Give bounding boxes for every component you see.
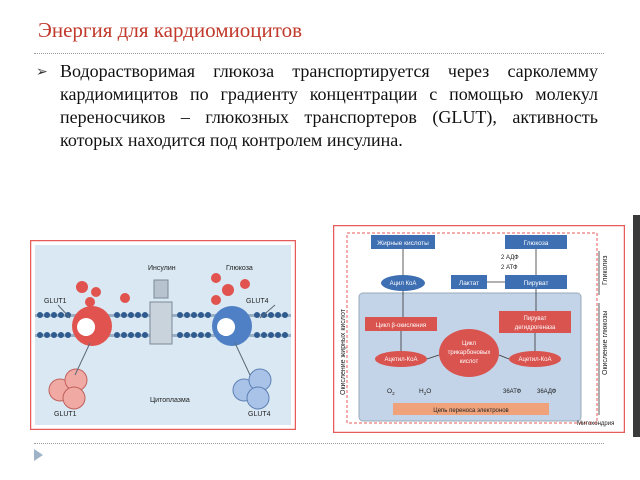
lipid-head <box>142 332 148 338</box>
svg-text:Цепь переноса электронов: Цепь переноса электронов <box>433 408 508 414</box>
lipid-head <box>191 312 197 318</box>
lipid-head <box>254 312 260 318</box>
svg-text:Глюкоза: Глюкоза <box>524 240 549 247</box>
lipid-head <box>44 332 50 338</box>
svg-text:Ацетил-КоА: Ацетил-КоА <box>385 357 418 363</box>
acetyl-coa-left-node <box>375 351 427 367</box>
lipid-head <box>282 332 288 338</box>
svg-text:Лактат: Лактат <box>459 280 479 287</box>
svg-text:Цикл: Цикл <box>462 341 476 347</box>
lipid-head <box>58 332 64 338</box>
lipid-head <box>51 332 57 338</box>
lipid-head <box>205 332 211 338</box>
lipid-head <box>114 332 120 338</box>
glut1-top-label: GLUT1 <box>44 298 67 305</box>
h2o-label: H2O <box>419 388 431 396</box>
fatty-acids-box <box>371 235 435 249</box>
mitochondrion-label: Митохондрия <box>577 421 614 427</box>
svg-text:Цикл β-окисления: Цикл β-окисления <box>376 323 426 329</box>
lipid-head <box>121 312 127 318</box>
lipid-head <box>128 312 134 318</box>
insulin-molecule <box>153 279 169 299</box>
lipid-head <box>37 332 43 338</box>
svg-text:Пируват: Пируват <box>523 316 546 322</box>
acetyl-coa-right-node <box>509 351 561 367</box>
glycolysis-label: Гликолиз <box>602 256 609 285</box>
lipid-head <box>114 312 120 318</box>
lipid-head <box>268 332 274 338</box>
glucose-box <box>505 235 567 249</box>
glut1-bottom-label: GLUT1 <box>54 411 77 418</box>
lipid-head <box>191 332 197 338</box>
lipid-head <box>275 332 281 338</box>
glut4-vesicle <box>232 368 272 410</box>
lipid-head <box>121 332 127 338</box>
tca-cycle-node <box>439 329 499 377</box>
pyruvate-box <box>505 275 567 289</box>
lipid-head <box>37 312 43 318</box>
lipid-head <box>205 312 211 318</box>
adp36-label: 36АДФ <box>537 389 557 395</box>
adp-label: 2 АДФ <box>501 255 519 261</box>
lipid-head <box>282 312 288 318</box>
glut1-vesicle <box>48 368 88 410</box>
edge-scrollbar[interactable] <box>633 215 640 437</box>
insulin-label: Инсулин <box>148 265 176 272</box>
acyl-coa-node <box>381 275 425 291</box>
fatty-acid-oxidation-label: Окисление жирных кислот <box>340 308 347 395</box>
body-paragraph: Водорастворимая глюкоза транспортируется… <box>60 61 598 150</box>
svg-text:Пируват: Пируват <box>524 280 549 287</box>
insulin-receptor <box>149 301 173 345</box>
glut-transport-figure: Инсулин Глюкоза GLUT1 GLUT4 GLUT1 GLUT4 … <box>29 239 297 431</box>
o2-label: O2 <box>387 388 395 396</box>
atp36-label: 36АТФ <box>503 389 522 395</box>
lipid-head <box>128 332 134 338</box>
cardiomyocyte-metabolism-diagram: Жирные кислоты Глюкоза 2 АДФ 2 АТФ Ацил … <box>332 224 626 434</box>
lipid-head <box>135 332 141 338</box>
hollow-arrow-bullet-icon: ➢ <box>36 64 48 80</box>
lipid-head <box>135 312 141 318</box>
lipid-head <box>51 312 57 318</box>
lipid-head <box>177 332 183 338</box>
title-divider <box>34 53 604 54</box>
lipid-head <box>44 312 50 318</box>
atp-label: 2 АТФ <box>501 265 518 271</box>
glut4-top-label: GLUT4 <box>246 298 269 305</box>
electron-transport-chain-box <box>393 403 549 415</box>
lipid-head <box>184 332 190 338</box>
glucose-molecules <box>76 273 250 307</box>
cytoplasm-label: Цитоплазма <box>150 397 190 404</box>
page-title: Энергия для кардиомиоцитов <box>38 18 303 42</box>
lipid-head <box>142 312 148 318</box>
svg-text:кислот: кислот <box>460 359 479 365</box>
svg-text:дегидрогеназа: дегидрогеназа <box>515 325 556 331</box>
svg-text:Ацил КоА: Ацил КоА <box>390 281 417 287</box>
lipid-head <box>177 312 183 318</box>
footer-divider <box>34 443 604 444</box>
pyruvate-dehydrogenase-box <box>499 311 571 333</box>
lipid-head <box>275 312 281 318</box>
lipid-head <box>261 332 267 338</box>
glut4-bottom-label: GLUT4 <box>248 411 271 418</box>
svg-text:Ацетил-КоА: Ацетил-КоА <box>519 357 552 363</box>
lipid-head <box>268 312 274 318</box>
glucose-label: Глюкоза <box>226 265 253 272</box>
glucose-oxidation-label: Окисление глюкозы <box>602 311 609 375</box>
lipid-head <box>254 332 260 338</box>
lipid-head <box>65 332 71 338</box>
lipid-head <box>58 312 64 318</box>
lipid-head <box>198 332 204 338</box>
lipid-head <box>198 312 204 318</box>
triangle-arrow-icon[interactable] <box>34 449 43 461</box>
lactate-box <box>451 275 487 289</box>
lipid-head <box>184 312 190 318</box>
svg-text:трикарбоновых: трикарбоновых <box>448 350 491 356</box>
svg-text:Жирные кислоты: Жирные кислоты <box>377 240 429 247</box>
beta-oxidation-box <box>365 317 437 331</box>
